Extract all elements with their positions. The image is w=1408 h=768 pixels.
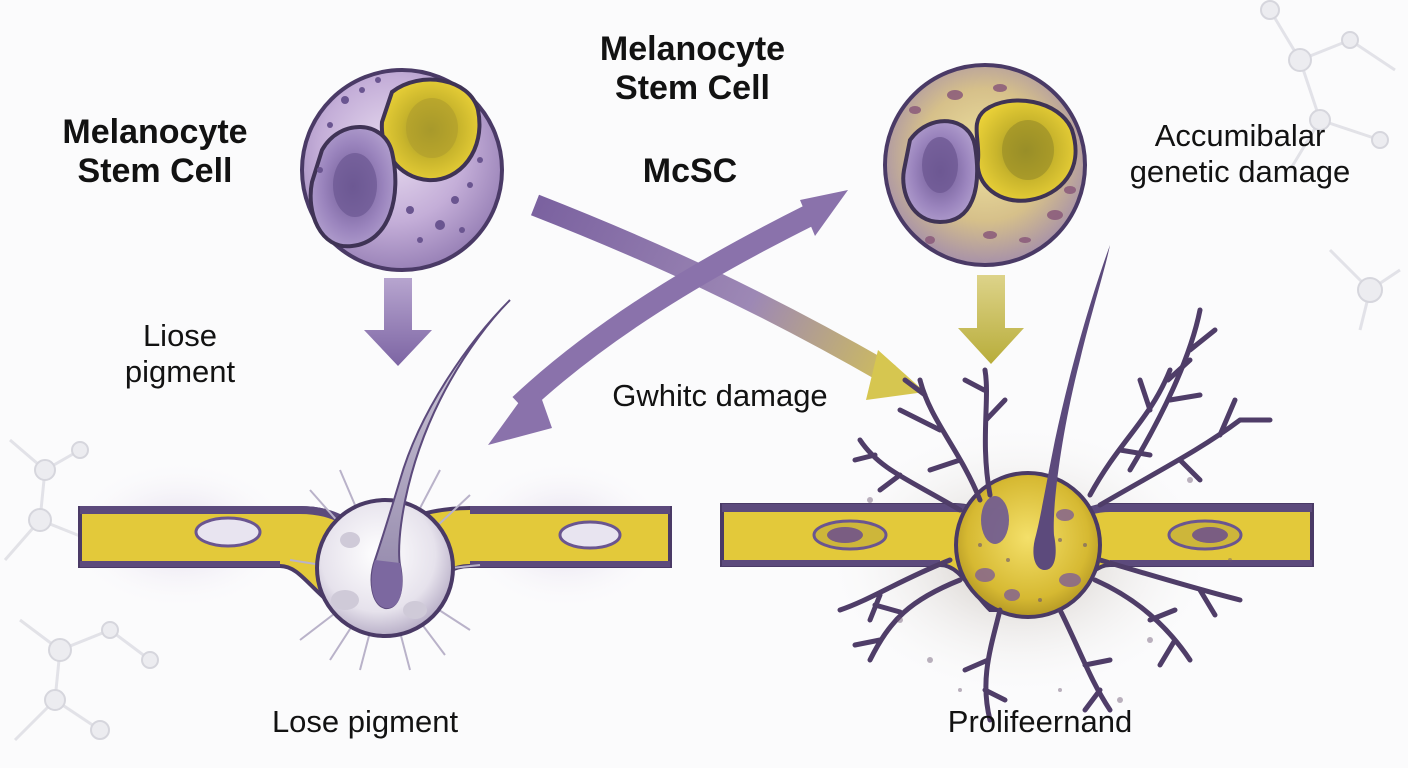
hair-follicle-right — [720, 245, 1314, 723]
center-title: Melanocyte Stem Cell — [599, 30, 786, 108]
bottom-right-caption: Prolifeernand — [947, 704, 1133, 739]
down-arrow-right — [958, 275, 1024, 364]
center-damage-label: Gwhitc damage — [612, 378, 828, 413]
stem-cell-right — [883, 63, 1087, 267]
right-annotation: Accumibalar genetic damage — [1129, 118, 1351, 189]
left-cell-title: Melanocyte Stem Cell — [62, 113, 248, 191]
arrow-to-pigment-loss — [488, 190, 848, 445]
left-side-label: Liose pigment — [124, 318, 236, 389]
stem-cell-left — [300, 68, 504, 272]
background-network-nodes — [28, 0, 1389, 740]
arrow-to-proliferation — [530, 194, 925, 400]
down-arrow-left — [364, 278, 432, 366]
center-abbrev: McSC — [642, 152, 738, 190]
bottom-left-caption: Lose pigment — [271, 704, 459, 739]
hair-follicle-left — [60, 299, 675, 671]
